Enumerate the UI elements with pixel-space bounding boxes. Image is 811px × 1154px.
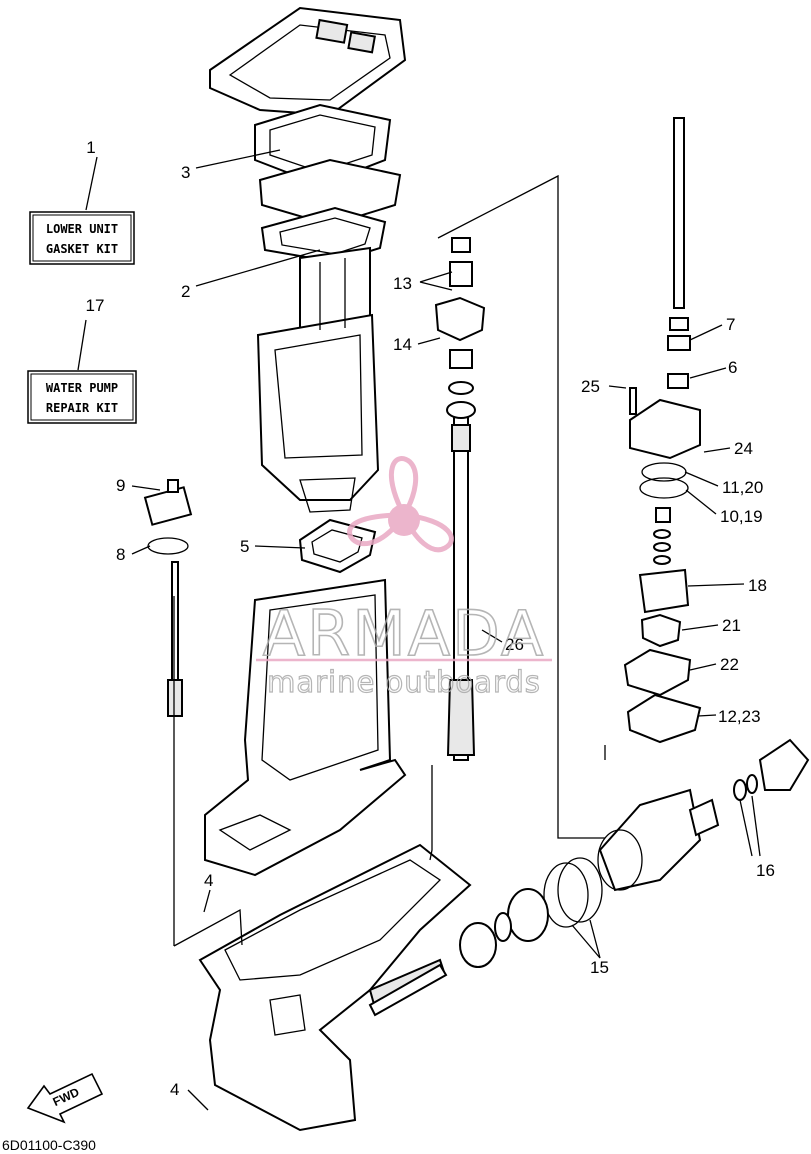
callout-4-upper: 4: [204, 871, 213, 890]
water-pump-repair-kit-label: 17 WATER PUMP REPAIR KIT: [27, 296, 137, 424]
kit-17-line-1: WATER PUMP: [46, 381, 118, 395]
drawing-code: 6D01100-C390: [2, 1137, 96, 1153]
kit-1-line-1: LOWER UNIT: [46, 222, 118, 236]
callout-18: 18: [748, 576, 767, 595]
callout-1: 1: [86, 138, 95, 157]
callout-3: 3: [181, 163, 190, 182]
callout-16: 16: [756, 861, 775, 880]
watermark-tagline: marine outboards: [267, 665, 541, 699]
callout-5: 5: [240, 537, 249, 556]
lower-casing: [204, 578, 407, 877]
callout-13: 13: [393, 274, 412, 293]
callout-8: 8: [116, 545, 125, 564]
propeller-logo-icon: [347, 456, 454, 553]
callout-11-20: 11,20: [722, 478, 763, 497]
watermark-brand: ARMADA: [263, 597, 545, 670]
water-tube-assembly: [143, 479, 193, 717]
callout-7: 7: [726, 315, 735, 334]
callout-24: 24: [734, 439, 753, 458]
callout-numbers: 2 3 4 4 5 6 7 8 9 10,19 11,20 12,23 13 1…: [116, 163, 775, 1099]
gear-case: [198, 843, 472, 1132]
callout-26: 26: [505, 635, 524, 654]
armada-watermark: ARMADA marine outboards: [256, 456, 552, 700]
leader-lines: [77, 149, 761, 1111]
driveshaft-housing: [256, 246, 380, 513]
water-pump-assembly: [623, 117, 702, 744]
driveshaft: [434, 237, 486, 761]
callout-21: 21: [722, 616, 741, 635]
gasket-5: [298, 518, 377, 574]
callout-6: 6: [728, 358, 737, 377]
propeller-shaft-housing: [368, 738, 810, 1017]
callout-14: 14: [393, 335, 412, 354]
kit-1-line-2: GASKET KIT: [46, 242, 118, 256]
callout-2: 2: [181, 282, 190, 301]
forward-direction-arrow: FWD: [26, 1072, 104, 1124]
lower-unit-gasket-kit-label: 1 LOWER UNIT GASKET KIT: [29, 138, 135, 265]
callout-22: 22: [720, 655, 739, 674]
callout-12-23: 12,23: [718, 707, 761, 726]
callout-17: 17: [86, 296, 105, 315]
callout-15: 15: [590, 958, 609, 977]
callout-4-lower: 4: [170, 1080, 179, 1099]
callout-10-19: 10,19: [720, 507, 763, 526]
upper-casing-assembly: [209, 6, 407, 264]
kit-17-line-2: REPAIR KIT: [46, 401, 118, 415]
callout-9: 9: [116, 476, 125, 495]
callout-25: 25: [581, 377, 600, 396]
